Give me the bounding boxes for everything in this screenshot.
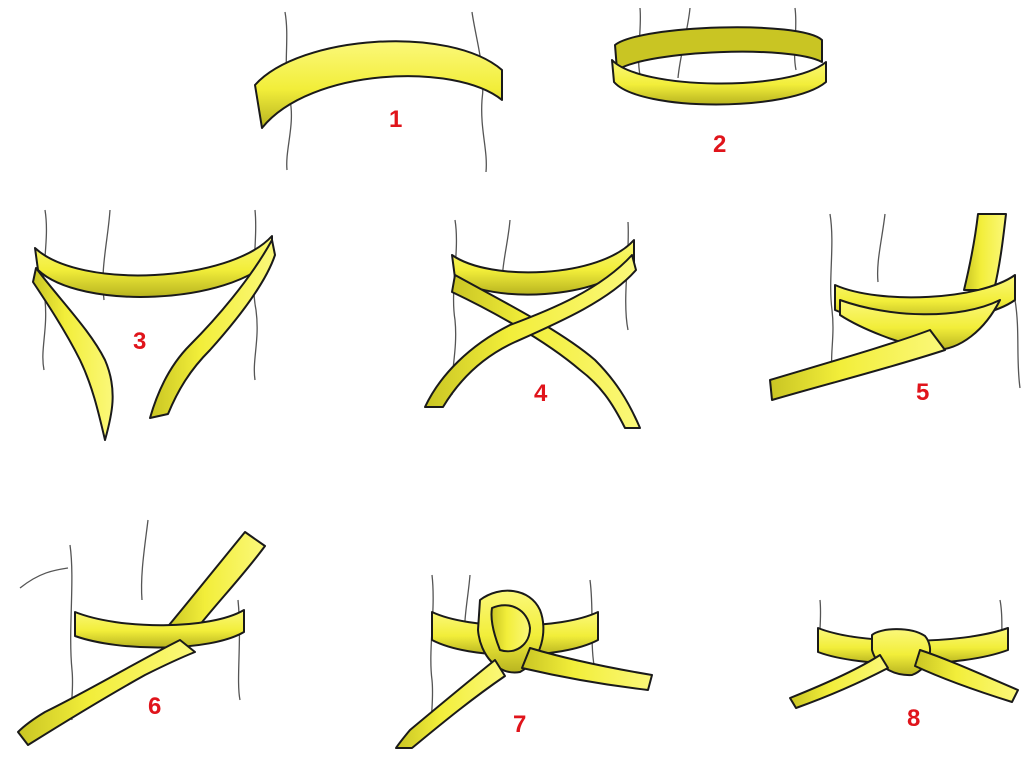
step-number: 7 [513, 711, 526, 738]
step-2-illustration [612, 8, 826, 105]
step-8-illustration [790, 600, 1018, 708]
step-number: 8 [907, 705, 920, 732]
belt-band-front [612, 60, 826, 105]
waist-outline [830, 214, 833, 370]
waist-outline [431, 575, 433, 730]
belt-right-end [522, 648, 652, 690]
waist-outline [878, 214, 885, 282]
step-1-illustration [255, 12, 502, 172]
step-number: 2 [713, 131, 726, 158]
step-4-illustration [425, 220, 640, 428]
step-number: 6 [148, 693, 161, 720]
belt-upper-end [964, 214, 1006, 290]
belt-band-back [615, 27, 822, 70]
belt-left-end [396, 660, 505, 748]
step-3-illustration [33, 210, 275, 440]
waist-outline [142, 520, 148, 600]
waist-outline [20, 568, 68, 588]
belt-left-end [790, 655, 888, 708]
belt-band [75, 610, 244, 648]
step-number: 1 [389, 106, 402, 133]
step-6-illustration [18, 520, 265, 745]
belt-band [35, 236, 272, 297]
waist-outline [70, 545, 73, 720]
step-number: 5 [916, 379, 929, 406]
step-5-illustration [770, 214, 1020, 400]
step-number: 3 [133, 328, 146, 355]
belt-lower-end [18, 640, 195, 745]
waist-outline [472, 12, 486, 172]
step-number: 4 [534, 380, 548, 407]
waist-outline [1015, 300, 1020, 388]
